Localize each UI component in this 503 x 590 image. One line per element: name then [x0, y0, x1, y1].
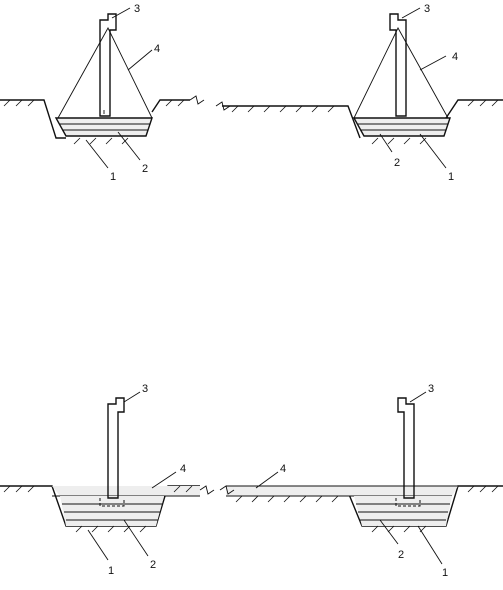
bottom-drawing: 3 4 1 2 3 4 2 1: [0, 383, 503, 579]
top-left-label-4: 4: [154, 43, 160, 55]
top-left-label-1: 1: [110, 171, 116, 183]
top-drawing: 3 4 1 2 3 4 2 1: [0, 3, 503, 183]
top-ground-line-left-ext: [151, 99, 190, 113]
top-ground-line-right: [222, 105, 361, 139]
top-left-foundation: [54, 13, 153, 137]
bottom-right-label-1: 1: [442, 567, 448, 579]
bottom-right-fill-layer: [226, 486, 458, 496]
bottom-break-mark-right: [219, 485, 235, 495]
top-right-label-1: 1: [448, 171, 454, 183]
top-ground-line-right-ext: [445, 99, 503, 119]
top-break-mark-left: [189, 95, 205, 105]
bottom-right-label-4: 4: [280, 463, 286, 475]
bottom-right-label-2: 2: [398, 549, 404, 561]
bottom-hatch-marks: [3, 485, 499, 533]
top-right-label-4: 4: [452, 51, 458, 63]
top-break-mark-right: [215, 101, 231, 111]
top-right-label-2: 2: [394, 157, 400, 169]
bottom-right-label-3: 3: [428, 383, 434, 395]
top-left-label-2: 2: [142, 163, 148, 175]
top-leaders: [85, 7, 447, 169]
bottom-right-foundation: [354, 397, 452, 526]
bottom-leaders: [87, 391, 443, 565]
bottom-left-fill-layer: [0, 486, 200, 496]
bottom-left-foundation: [60, 397, 164, 526]
top-right-foundation: [352, 13, 451, 137]
bottom-left-label-2: 2: [150, 559, 156, 571]
top-left-label-3: 3: [134, 3, 140, 15]
bottom-left-label-3: 3: [142, 383, 148, 395]
bottom-left-label-1: 1: [108, 565, 114, 577]
bottom-break-mark-left: [199, 485, 215, 495]
top-right-label-3: 3: [424, 3, 430, 15]
bottom-left-label-4: 4: [180, 463, 186, 475]
